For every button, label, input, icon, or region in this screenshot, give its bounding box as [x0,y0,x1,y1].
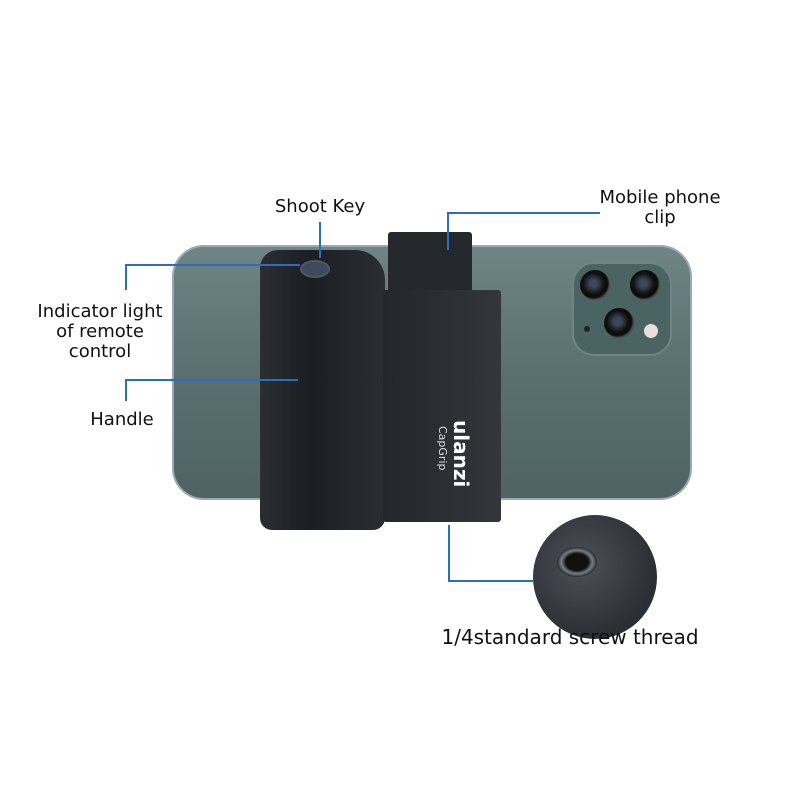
label-handle: Handle [90,409,154,430]
handle-grip [260,250,385,530]
label-shoot-key: Shoot Key [274,196,366,217]
clip-body: ulanzi CapGrip [383,290,501,522]
callout-line-handle [125,379,298,381]
microphone [584,326,590,332]
callout-line-screw [448,580,533,582]
callout-line-clip [447,212,600,214]
model-name: CapGrip [436,426,449,471]
screw-thread-closeup [533,515,657,639]
brand-logo: ulanzi [449,420,473,488]
shoot-key-button [300,260,330,278]
callout-line-indicator [125,264,300,266]
callout-line-shoot-key [319,222,321,258]
label-clip-line1: Mobile phone [599,187,721,208]
callout-line-screw [448,525,450,581]
camera-lens [630,270,660,300]
phone-clip [388,232,472,294]
camera-module [572,262,672,356]
label-indicator-line2: of remote [56,321,144,342]
label-screw-thread: 1/4standard screw thread [441,625,699,649]
screw-hole [557,547,597,577]
label-indicator-line3: control [68,341,132,362]
flash [644,324,658,338]
callout-line-clip [447,212,449,250]
callout-line-indicator [125,264,127,290]
camera-lens [604,308,634,338]
camera-lens [580,270,610,300]
label-clip-line2: clip [644,207,676,228]
label-indicator-line1: Indicator light [37,301,163,322]
callout-line-handle [125,379,127,401]
